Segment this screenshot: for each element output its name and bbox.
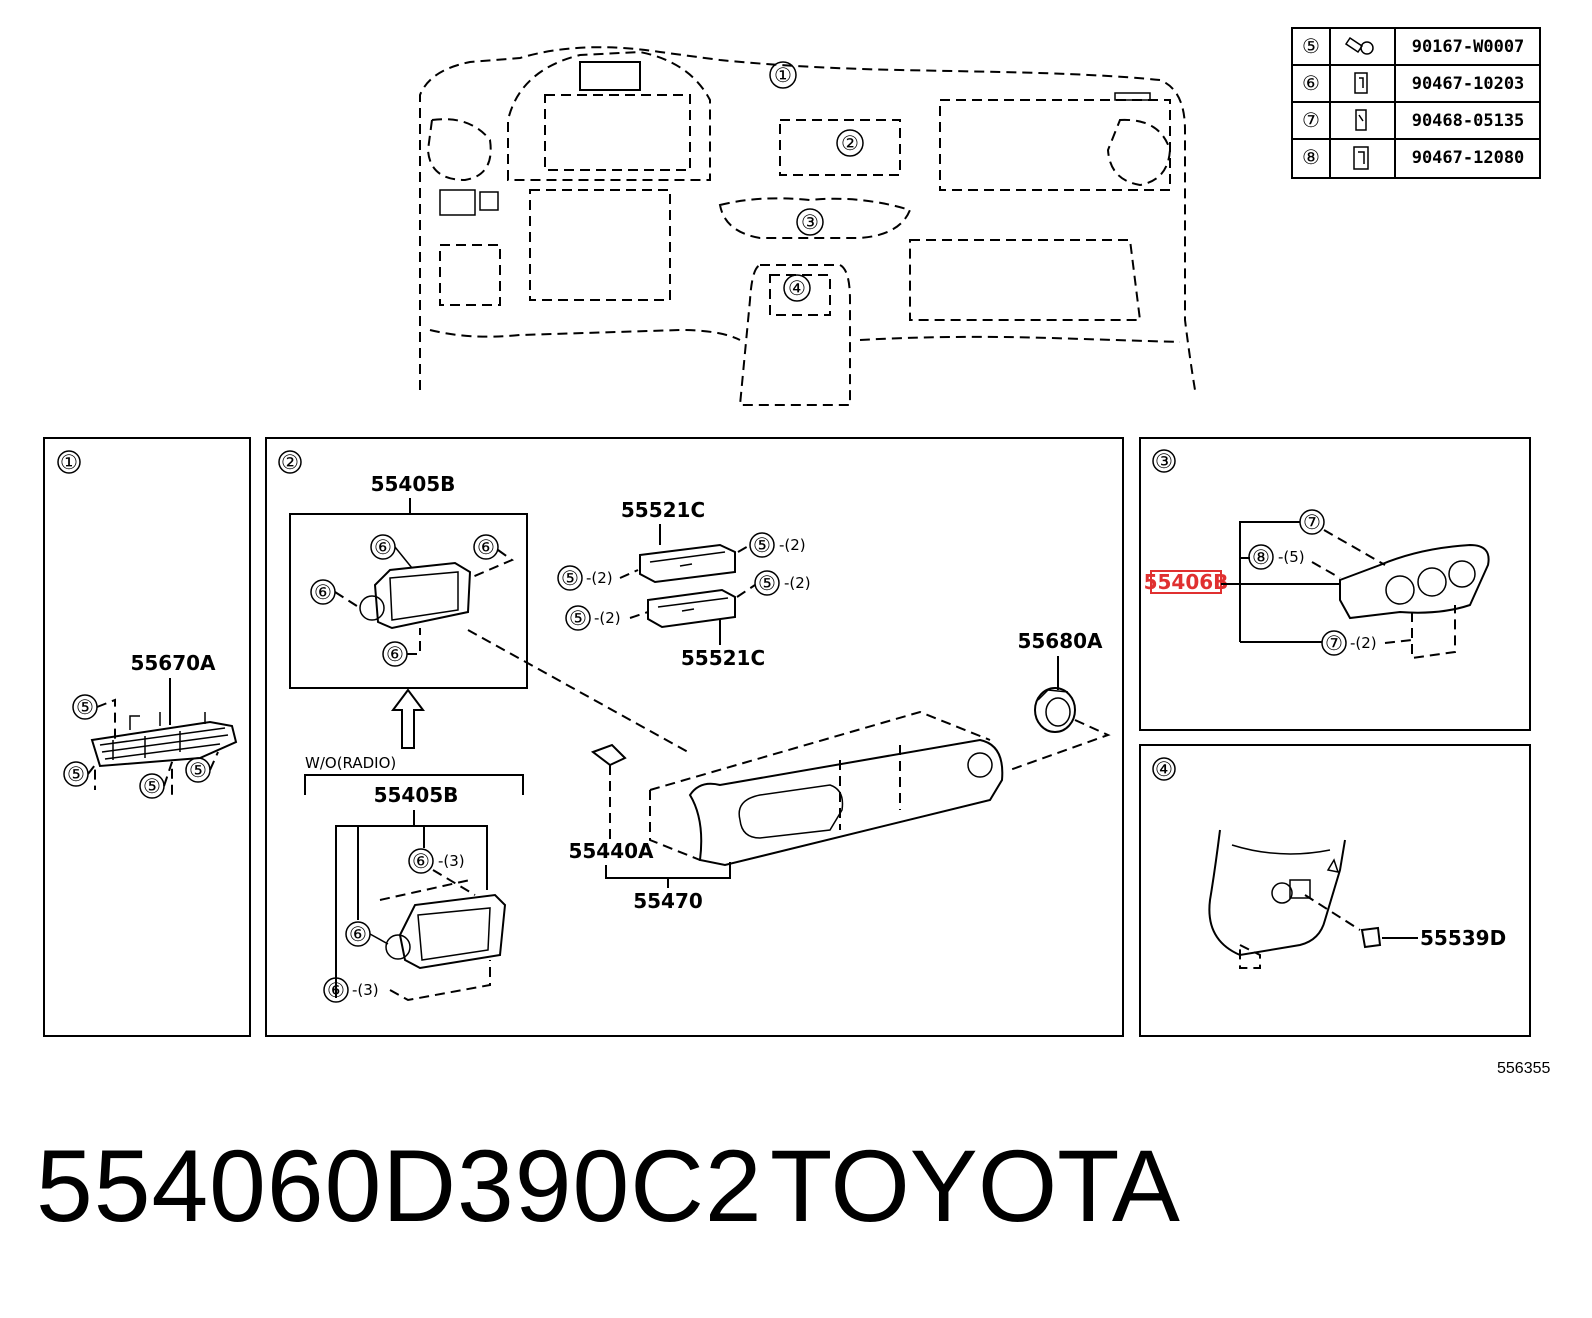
switch-block-drawing	[639, 543, 736, 629]
panel-1-number: ①	[60, 450, 78, 474]
fastener-legend-table: ⑤ 90167-W0007 ⑥ 90467-10203 ⑦ 90468-0513…	[1291, 27, 1541, 179]
panel-4: ④ 55539D	[1139, 744, 1531, 1037]
clip-part-drawing	[1360, 926, 1382, 949]
overview-callout-1: ①	[774, 63, 792, 87]
clip-callout-5: ⑤	[189, 758, 207, 782]
overview-callout-3: ③	[801, 210, 819, 234]
legend-part-6: 90467-10203	[1412, 74, 1525, 94]
clip-callout-5: ⑤	[753, 533, 771, 557]
panel-2-number: ②	[281, 450, 299, 474]
clip-callout-5: ⑤	[561, 566, 579, 590]
highlighted-part-box	[1150, 570, 1222, 594]
dashboard-overview-drawing	[419, 46, 1196, 406]
cluster-bezel-drawing	[359, 561, 472, 630]
legend-part-5: 90167-W0007	[1412, 37, 1525, 57]
overview-callout-2: ②	[841, 131, 859, 155]
up-arrow-icon	[391, 688, 425, 749]
part-label-55470[interactable]: 55470	[633, 889, 703, 913]
part-label-55405B[interactable]: 55405B	[374, 783, 459, 807]
overview-callout-4: ④	[788, 276, 806, 300]
qty-3: -(3)	[438, 852, 465, 870]
part-label-55539D[interactable]: 55539D	[1420, 926, 1506, 950]
clip-callout-6: ⑥	[374, 535, 392, 559]
variant-label: W/O(RADIO)	[305, 754, 396, 772]
qty-5: -(5)	[1278, 548, 1305, 566]
clip-callout-7: ⑦	[1325, 631, 1343, 655]
clip-icon	[1354, 72, 1368, 94]
clip-callout-6: ⑥	[386, 642, 404, 666]
clip-callout-6: ⑥	[349, 922, 367, 946]
qty-2: -(2)	[784, 574, 811, 592]
panel-3: ③ 55406B ⑦ ⑧ -(5) ⑦ -(2)	[1139, 437, 1531, 731]
part-label-55680A[interactable]: 55680A	[1017, 629, 1103, 653]
part-label-55670A[interactable]: 55670A	[130, 651, 216, 675]
diagram-id: 556355	[1497, 1060, 1551, 1077]
qty-3: -(3)	[352, 981, 379, 999]
lower-panel-drawing	[467, 629, 1004, 867]
clip-callout-6: ⑥	[314, 580, 332, 604]
qty-2: -(2)	[594, 609, 621, 627]
clip-icon	[1355, 109, 1367, 131]
panel-2: ② 55405B ⑥ ⑥ ⑥ ⑥ W/O(RADIO) 55405B	[265, 437, 1124, 1037]
part-label-55405B[interactable]: 55405B	[371, 472, 456, 496]
clip-icon	[1353, 146, 1369, 170]
part-label-55521C-top[interactable]: 55521C	[621, 498, 705, 522]
part-label-55521C-bottom[interactable]: 55521C	[681, 646, 765, 670]
legend-part-7: 90468-05135	[1412, 111, 1525, 131]
clip-callout-5: ⑤	[569, 606, 587, 630]
qty-2: -(2)	[779, 536, 806, 554]
legend-ref-8: ⑧	[1302, 145, 1320, 169]
overview-callouts: ① ② ③ ④	[769, 61, 864, 302]
clip-callout-5: ⑤	[758, 571, 776, 595]
qty-2: -(2)	[586, 569, 613, 587]
side-vent-drawing	[90, 712, 238, 768]
footer-brand: TOYOTA	[770, 1129, 1180, 1243]
clip-callout-6: ⑥	[477, 535, 495, 559]
panel-1: ① 55670A ⑤ ⑤ ⑤ ⑤	[43, 437, 251, 1037]
clip-callout-7: ⑦	[1303, 510, 1321, 534]
clip-callout-5: ⑤	[67, 762, 85, 786]
panel-3-number: ③	[1155, 449, 1173, 473]
footer-part-number: 554060D390C2	[36, 1129, 763, 1243]
part-label-55406B[interactable]: 55406B	[1144, 570, 1229, 594]
clip-callout-5: ⑤	[76, 695, 94, 719]
heater-control-bezel-drawing	[1339, 543, 1490, 660]
clip-callout-6: ⑥	[412, 849, 430, 873]
clip-callout-8: ⑧	[1252, 545, 1270, 569]
cluster-bezel-drawing	[385, 893, 507, 970]
knob-drawing	[1034, 687, 1076, 733]
legend-ref-6: ⑥	[1302, 71, 1320, 95]
clip-callout-5: ⑤	[143, 774, 161, 798]
legend-part-8: 90467-12080	[1412, 148, 1525, 168]
part-label-55440A[interactable]: 55440A	[568, 839, 654, 863]
clip-callout-6: ⑥	[327, 978, 345, 1002]
bolt-icon	[1344, 36, 1374, 55]
panel-4-number: ④	[1155, 757, 1173, 781]
legend-ref-5: ⑤	[1302, 34, 1320, 58]
center-console-drawing	[1208, 829, 1346, 969]
legend-ref-7: ⑦	[1302, 108, 1320, 132]
qty-2: -(2)	[1350, 634, 1377, 652]
